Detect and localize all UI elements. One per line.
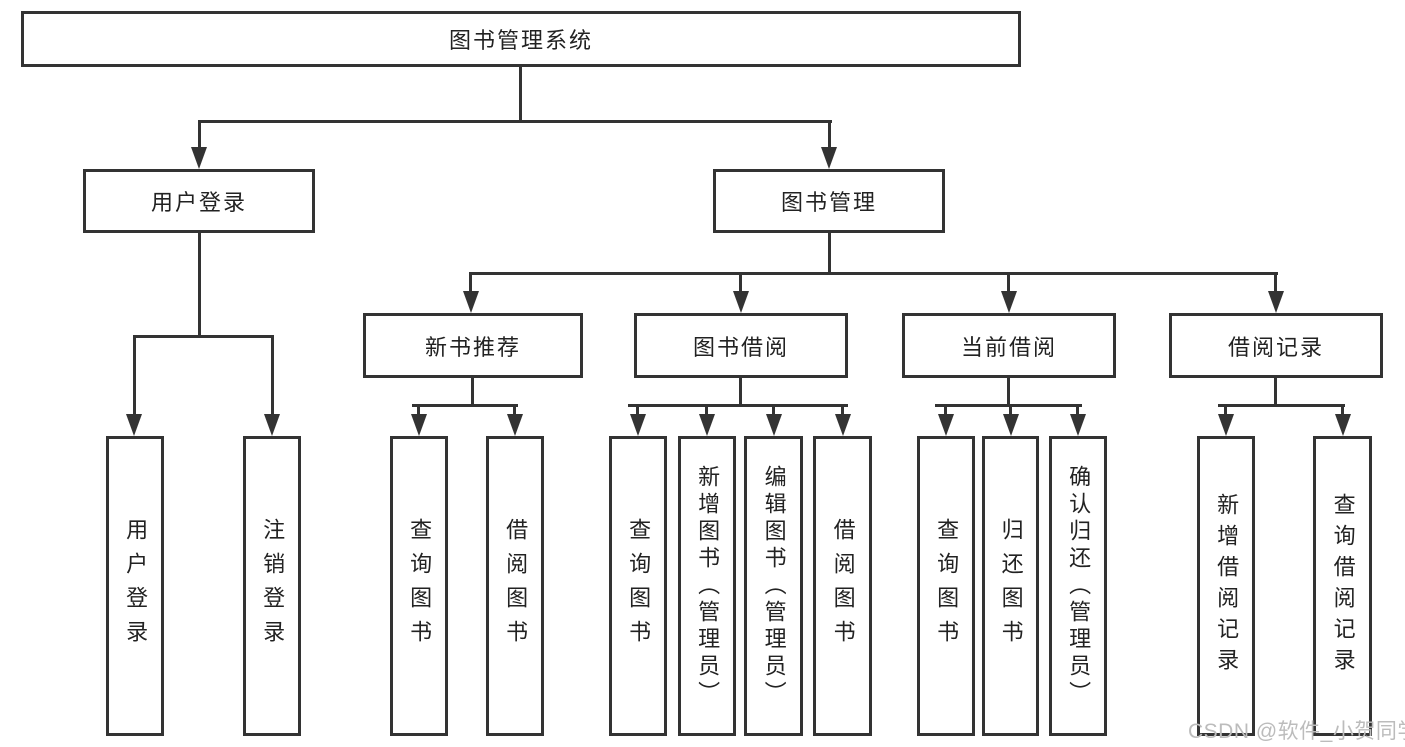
arrowhead bbox=[821, 147, 837, 169]
line-segment bbox=[469, 272, 1278, 275]
arrowhead bbox=[1003, 414, 1019, 436]
line-segment bbox=[1218, 404, 1345, 407]
leaf-query-borrow-record-label: 查询借阅记录 bbox=[1330, 493, 1356, 679]
node-current-borrowing-label: 当前借阅 bbox=[960, 334, 1057, 360]
leaf-query-books-recommend-label: 查询图书 bbox=[407, 518, 433, 654]
arrowhead bbox=[733, 291, 749, 313]
line-segment bbox=[133, 335, 136, 416]
line-segment bbox=[412, 404, 518, 407]
line-segment bbox=[1341, 404, 1344, 416]
node-book-borrowing-label: 图书借阅 bbox=[692, 334, 789, 360]
line-segment bbox=[828, 120, 831, 149]
leaf-borrow-books-recommend: 借阅图书 bbox=[486, 436, 544, 736]
leaf-add-book-admin: 新增图书（管理员） bbox=[678, 436, 736, 736]
line-segment bbox=[1274, 272, 1277, 293]
leaf-query-borrow-record: 查询借阅记录 bbox=[1313, 436, 1372, 736]
line-segment bbox=[739, 378, 742, 407]
arrowhead bbox=[1335, 414, 1351, 436]
node-root: 图书管理系统 bbox=[21, 11, 1021, 67]
node-borrowing-records-label: 借阅记录 bbox=[1227, 334, 1324, 360]
node-user-login-label: 用户登录 bbox=[150, 190, 247, 215]
leaf-logout-label: 注销登录 bbox=[260, 518, 286, 654]
node-current-borrowing: 当前借阅 bbox=[902, 313, 1116, 378]
line-segment bbox=[1224, 404, 1227, 416]
line-segment bbox=[628, 404, 848, 407]
arrowhead bbox=[463, 291, 479, 313]
line-segment bbox=[133, 335, 274, 338]
node-book-borrowing: 图书借阅 bbox=[634, 313, 848, 378]
arrowhead bbox=[699, 414, 715, 436]
leaf-add-borrow-record-label: 新增借阅记录 bbox=[1214, 493, 1240, 679]
line-segment bbox=[469, 272, 472, 293]
line-segment bbox=[1007, 272, 1010, 293]
leaf-edit-book-admin-label: 编辑图书（管理员） bbox=[761, 464, 787, 708]
node-new-book-recommend: 新书推荐 bbox=[363, 313, 583, 378]
leaf-borrow-books-recommend-label: 借阅图书 bbox=[503, 518, 529, 654]
leaf-edit-book-admin: 编辑图书（管理员） bbox=[744, 436, 803, 736]
leaf-borrow-books-borrowing-label: 借阅图书 bbox=[830, 518, 856, 654]
arrowhead bbox=[1268, 291, 1284, 313]
arrowhead bbox=[507, 414, 523, 436]
line-segment bbox=[772, 404, 775, 416]
arrowhead bbox=[1218, 414, 1234, 436]
line-segment bbox=[739, 272, 742, 293]
line-segment bbox=[198, 233, 201, 338]
arrowhead bbox=[126, 414, 142, 436]
line-segment bbox=[705, 404, 708, 416]
leaf-borrow-books-borrowing: 借阅图书 bbox=[813, 436, 872, 736]
arrowhead bbox=[835, 414, 851, 436]
arrowhead bbox=[1001, 291, 1017, 313]
leaf-logout: 注销登录 bbox=[243, 436, 301, 736]
line-segment bbox=[1274, 378, 1277, 407]
arrowhead bbox=[1070, 414, 1086, 436]
line-segment bbox=[513, 404, 516, 416]
csdn-watermark: CSDN @软件_小贺同学 bbox=[1188, 720, 1405, 743]
line-segment bbox=[1076, 404, 1079, 416]
node-book-management: 图书管理 bbox=[713, 169, 945, 233]
arrowhead bbox=[411, 414, 427, 436]
line-segment bbox=[519, 67, 522, 123]
leaf-add-book-admin-label: 新增图书（管理员） bbox=[695, 464, 721, 708]
arrowhead bbox=[766, 414, 782, 436]
line-segment bbox=[198, 120, 201, 149]
line-segment bbox=[1007, 378, 1010, 407]
leaf-user-login-label: 用户登录 bbox=[123, 518, 149, 654]
leaf-return-book: 归还图书 bbox=[982, 436, 1039, 736]
line-segment bbox=[471, 378, 474, 407]
leaf-query-books-current-label: 查询图书 bbox=[934, 518, 960, 654]
line-segment bbox=[198, 120, 832, 123]
line-segment bbox=[935, 404, 1082, 407]
leaf-return-book-label: 归还图书 bbox=[998, 518, 1024, 654]
line-segment bbox=[636, 404, 639, 416]
node-user-login: 用户登录 bbox=[83, 169, 315, 233]
arrowhead bbox=[264, 414, 280, 436]
node-borrowing-records: 借阅记录 bbox=[1169, 313, 1383, 378]
line-segment bbox=[841, 404, 844, 416]
leaf-query-books-recommend: 查询图书 bbox=[390, 436, 448, 736]
leaf-confirm-return-admin-label: 确认归还（管理员） bbox=[1066, 464, 1092, 708]
line-segment bbox=[417, 404, 420, 416]
arrowhead bbox=[191, 147, 207, 169]
leaf-query-books-borrowing: 查询图书 bbox=[609, 436, 667, 736]
node-new-book-recommend-label: 新书推荐 bbox=[424, 334, 521, 360]
line-segment bbox=[828, 233, 831, 275]
leaf-user-login: 用户登录 bbox=[106, 436, 164, 736]
arrowhead bbox=[938, 414, 954, 436]
leaf-query-books-borrowing-label: 查询图书 bbox=[626, 518, 652, 654]
node-book-management-label: 图书管理 bbox=[780, 190, 877, 215]
line-segment bbox=[271, 335, 274, 416]
line-segment bbox=[944, 404, 947, 416]
leaf-add-borrow-record: 新增借阅记录 bbox=[1197, 436, 1255, 736]
line-segment bbox=[1009, 404, 1012, 416]
arrowhead bbox=[630, 414, 646, 436]
leaf-confirm-return-admin: 确认归还（管理员） bbox=[1049, 436, 1107, 736]
leaf-query-books-current: 查询图书 bbox=[917, 436, 975, 736]
node-root-label: 图书管理系统 bbox=[448, 28, 593, 53]
